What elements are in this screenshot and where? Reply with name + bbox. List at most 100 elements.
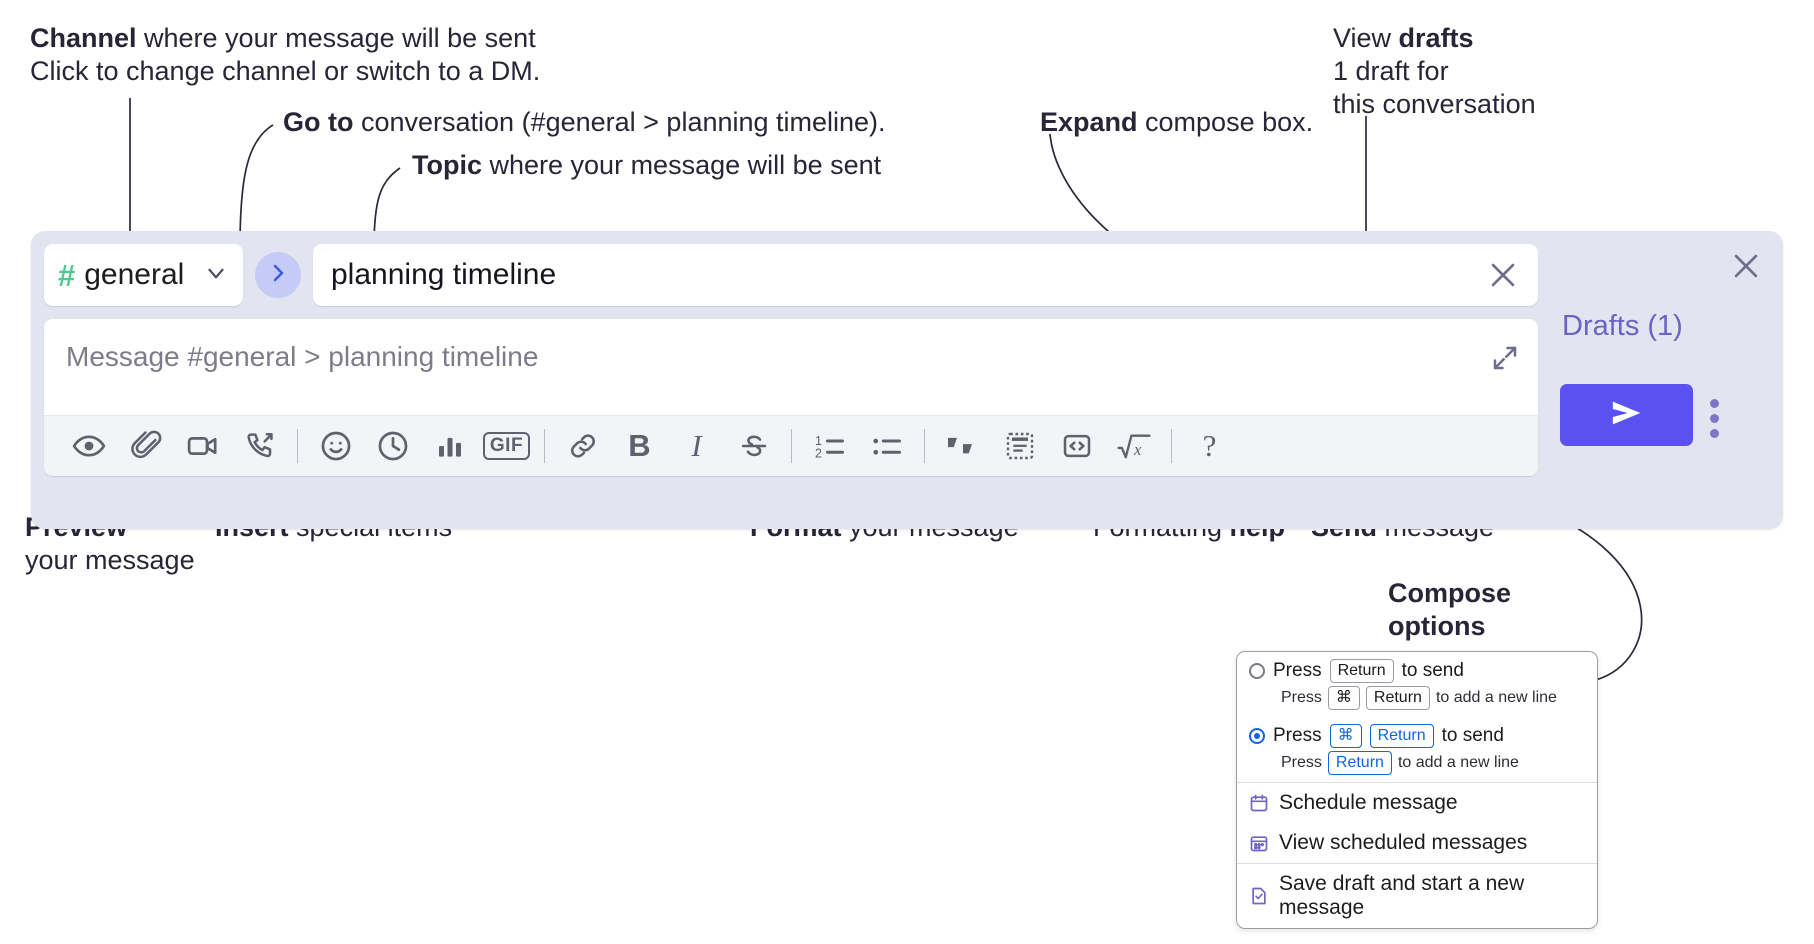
annotation-compose-bold1: Compose [1388,578,1512,608]
key-return-2: Return [1365,686,1430,710]
channel-name-label: general [84,258,185,291]
option-press-label: Press [1273,660,1322,681]
annotation-topic: Topic where your message will be sent [412,149,881,182]
expand-icon[interactable] [1490,343,1520,378]
hint2-action-label: to add a new line [1397,754,1519,771]
compose-header-row: # general planning timeline [44,244,1538,306]
drafts-link[interactable]: Drafts (1) [1562,310,1683,342]
annotation-expand: Expand compose box. [1040,106,1313,139]
menu-item-label: Save draft and start a new message [1279,872,1525,919]
phone-forward-icon [244,430,276,462]
quote-icon [945,431,981,461]
paperclip-icon [130,430,162,462]
send-option-cmd-return[interactable]: Press ⌘ Return to send [1237,717,1597,750]
overflow-dot-3 [1710,429,1719,438]
annotation-channel-bold: Channel [30,23,137,53]
send-option-return[interactable]: Press Return to send [1237,652,1597,685]
hint2-press-label: Press [1281,754,1322,771]
bold-button[interactable]: B [611,418,668,474]
hash-icon: # [58,257,76,293]
menu-item-view-scheduled[interactable]: View scheduled messages [1237,823,1597,863]
compose-main-column: # general planning timeline M [44,244,1538,476]
svg-text:1: 1 [815,434,822,448]
channel-selector[interactable]: # general [44,244,243,306]
menu-divider-2 [1237,863,1597,864]
code-inline-icon [1061,430,1093,462]
key-command: ⌘ [1327,686,1360,710]
smiley-icon [319,429,353,463]
question-mark-icon: ? [1202,428,1217,463]
code-block-button[interactable] [991,418,1048,474]
send-option-return-hint: Press ⌘ Return to add a new line [1237,685,1597,717]
svg-text:2: 2 [815,446,822,460]
italic-icon: I [691,428,702,463]
annotation-drafts-line2: 1 draft for [1333,55,1449,86]
poll-button[interactable] [421,418,478,474]
option2-press-label: Press [1273,725,1322,746]
code-block-icon [1004,430,1036,462]
key-return: Return [1329,659,1394,683]
save-draft-icon [1249,886,1269,906]
hint-press-label: Press [1281,689,1322,706]
reminder-button[interactable] [364,418,421,474]
bulleted-list-icon [870,431,904,461]
italic-button[interactable]: I [668,418,725,474]
video-camera-icon [186,429,220,463]
link-button[interactable] [554,418,611,474]
audio-clip-button[interactable] [231,418,288,474]
key-command-2: ⌘ [1329,724,1362,748]
preview-button[interactable] [60,418,117,474]
annotation-drafts-line3: this conversation [1333,88,1536,119]
menu-item-label: View scheduled messages [1279,831,1528,854]
topic-input[interactable]: planning timeline [313,244,1538,306]
inline-code-button[interactable] [1048,418,1105,474]
radio-cmd-return[interactable] [1249,728,1265,744]
radio-return[interactable] [1249,663,1265,679]
annotation-channel-line2: Click to change channel or switch to a D… [30,55,541,86]
message-box: Message #general > planning timeline [44,319,1538,476]
annotation-drafts-bold: drafts [1398,23,1474,53]
goto-conversation-button[interactable] [255,252,301,298]
chevron-right-icon [266,261,290,290]
close-icon[interactable] [1729,249,1763,288]
strikethrough-button[interactable] [725,418,782,474]
blockquote-button[interactable] [934,418,991,474]
key-return-4: Return [1327,751,1392,775]
overflow-dot-2 [1710,414,1719,423]
svg-text:x: x [1133,440,1142,459]
divider-3 [791,429,792,463]
video-clip-button[interactable] [174,418,231,474]
bulleted-list-button[interactable] [858,418,915,474]
link-icon [567,430,599,462]
attach-button[interactable] [117,418,174,474]
menu-item-save-draft[interactable]: Save draft and start a new message [1237,864,1597,928]
menu-item-label: Schedule message [1279,791,1458,814]
strikethrough-icon [738,430,770,462]
key-return-3: Return [1369,724,1434,748]
topic-value: planning timeline [331,258,557,291]
emoji-button[interactable] [307,418,364,474]
menu-item-schedule-message[interactable]: Schedule message [1237,783,1597,823]
send-button[interactable] [1560,384,1693,446]
compose-options-button[interactable] [1710,399,1719,438]
math-button[interactable]: x [1105,418,1162,474]
formatting-help-button[interactable]: ? [1181,418,1238,474]
annotation-goto-bold: Go to [283,107,354,137]
annotation-drafts-rest: View [1333,23,1399,53]
clock-icon [376,429,410,463]
menu-divider-1 [1237,782,1597,783]
message-input[interactable]: Message #general > planning timeline [44,319,1538,415]
annotation-topic-rest: where your message will be sent [482,150,882,180]
divider-4 [924,429,925,463]
hint-action-label: to add a new line [1435,689,1557,706]
close-icon[interactable] [1486,258,1520,292]
gif-button[interactable]: GIF [478,418,535,474]
annotation-drafts: View drafts 1 draft for this conversatio… [1333,22,1536,121]
annotation-topic-bold: Topic [412,150,482,180]
annotation-preview-line2: your message [25,544,195,575]
divider-1 [297,429,298,463]
calendar-clock-icon [1249,793,1269,813]
